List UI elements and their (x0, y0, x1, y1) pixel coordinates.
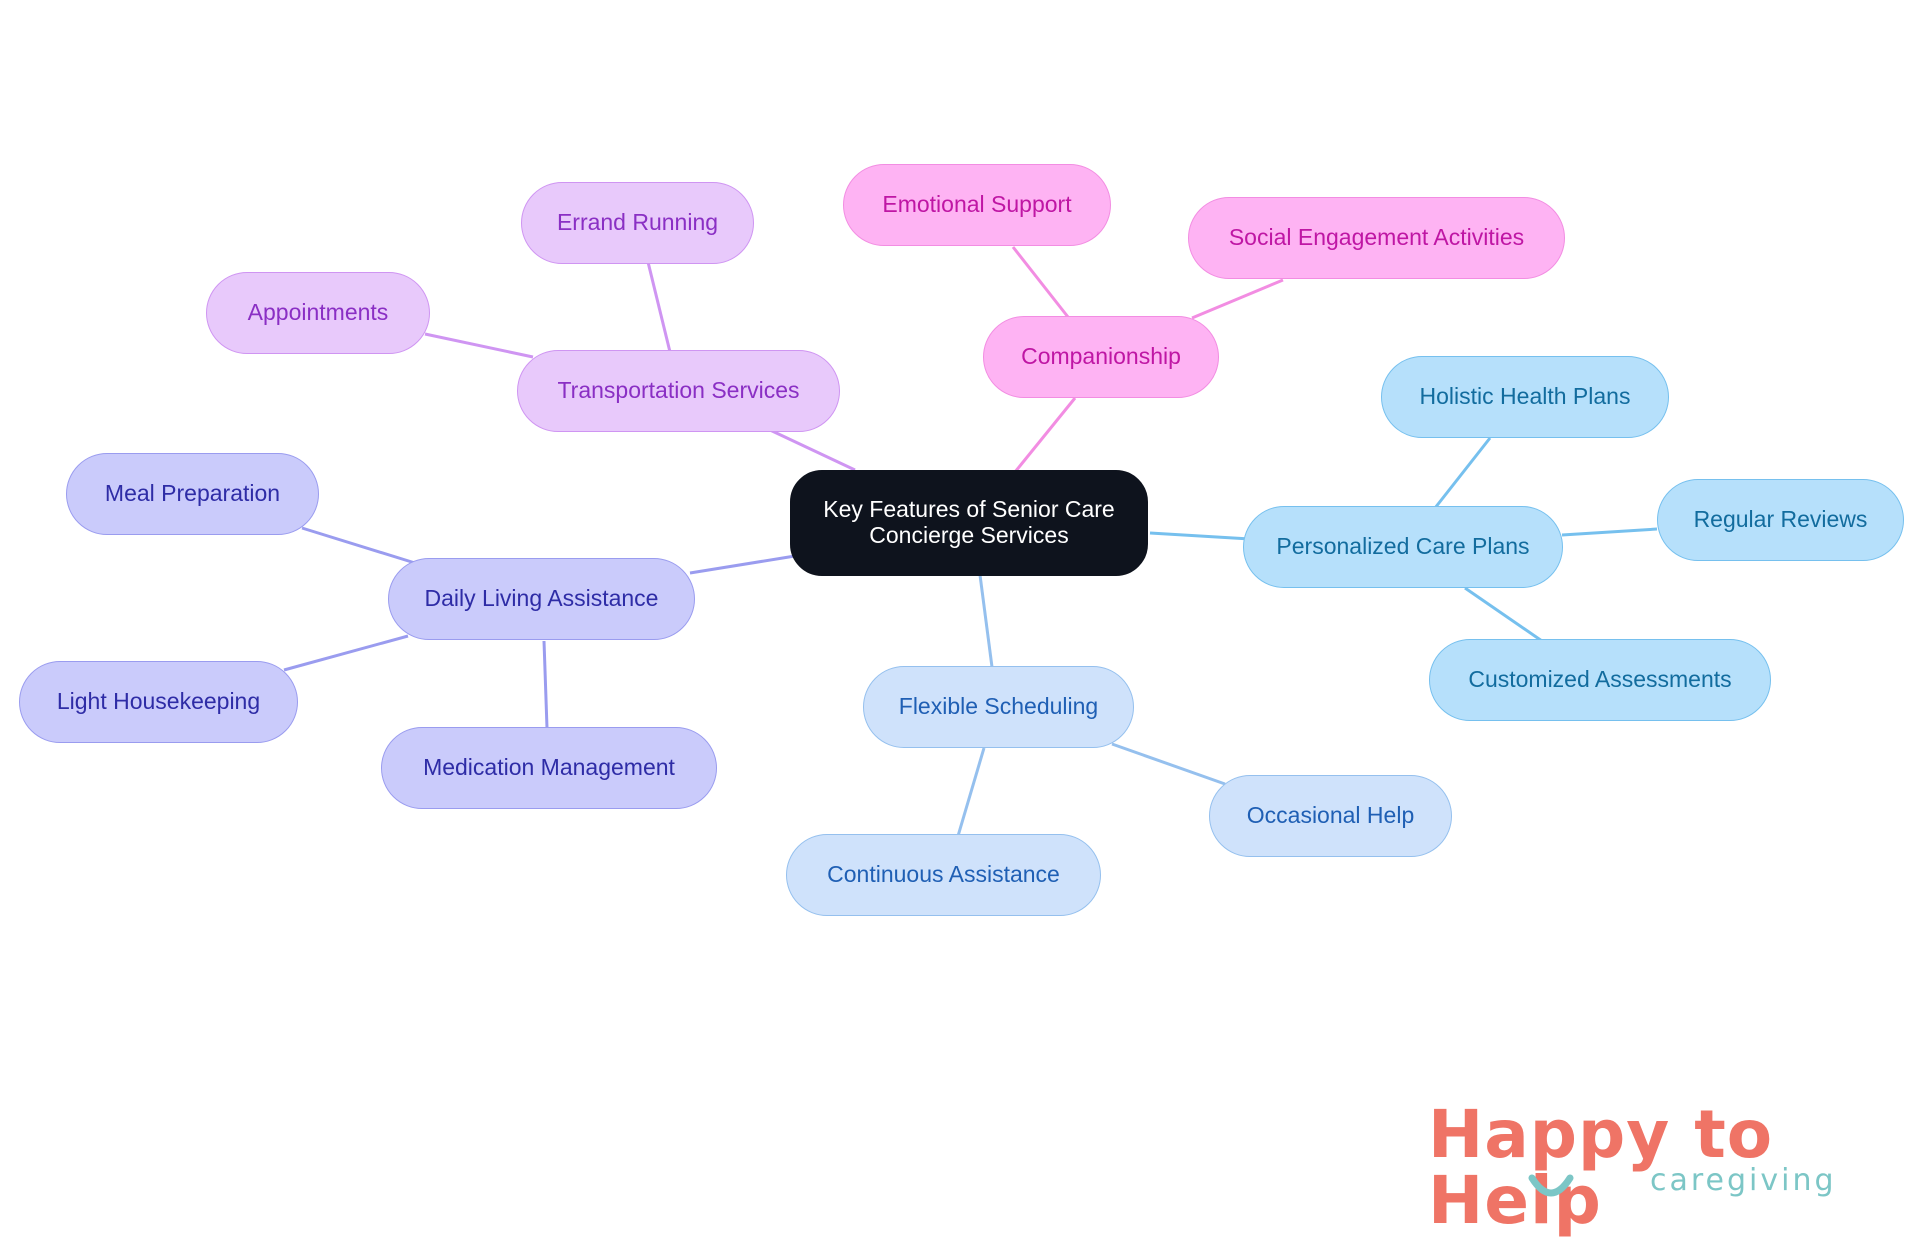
edge-root-companion (1013, 397, 1077, 473)
logo-tagline: caregiving (1650, 1163, 1837, 1198)
edge-transport-errand (646, 261, 672, 353)
leaf-appointments: Appointments (206, 272, 430, 354)
leaf-errand-running: Errand Running (521, 182, 754, 264)
edge-root-daily (689, 554, 796, 575)
edge-daily-medication (542, 640, 549, 729)
edge-care-assessments (1464, 586, 1543, 643)
happy-to-help-logo: Happy to Help caregiving (1420, 1102, 1880, 1234)
edge-transport-appointments (424, 332, 534, 359)
branch-flexible-scheduling: Flexible Scheduling (863, 666, 1134, 748)
edge-care-holistic (1433, 437, 1492, 509)
smile-icon (1528, 1174, 1574, 1197)
edge-root-transport (769, 428, 856, 472)
leaf-occasional-help: Occasional Help (1209, 775, 1452, 857)
leaf-regular-reviews: Regular Reviews (1657, 479, 1904, 561)
edge-sched-occasional (1111, 742, 1226, 786)
branch-personalized-care-plans: Personalized Care Plans (1243, 506, 1563, 588)
branch-companionship: Companionship (983, 316, 1219, 398)
leaf-continuous-assistance: Continuous Assistance (786, 834, 1101, 916)
leaf-holistic-health-plans: Holistic Health Plans (1381, 356, 1669, 438)
branch-transportation-services: Transportation Services (517, 350, 840, 432)
edge-daily-housekeeping (283, 634, 409, 672)
edge-root-care (1149, 531, 1251, 541)
leaf-customized-assessments: Customized Assessments (1429, 639, 1771, 721)
edge-companion-social (1191, 278, 1284, 320)
edge-companion-emotional (1011, 246, 1070, 318)
leaf-meal-preparation: Meal Preparation (66, 453, 319, 535)
edge-daily-meal (301, 526, 416, 565)
edge-root-sched (978, 574, 994, 668)
branch-daily-living-assistance: Daily Living Assistance (388, 558, 695, 640)
edge-care-reviews (1561, 527, 1658, 537)
leaf-light-housekeeping: Light Housekeeping (19, 661, 298, 743)
leaf-emotional-support: Emotional Support (843, 164, 1111, 246)
edge-sched-continuous (956, 747, 986, 837)
leaf-medication-management: Medication Management (381, 727, 717, 809)
root-node: Key Features of Senior Care Concierge Se… (790, 470, 1148, 576)
leaf-social-engagement-activities: Social Engagement Activities (1188, 197, 1565, 279)
